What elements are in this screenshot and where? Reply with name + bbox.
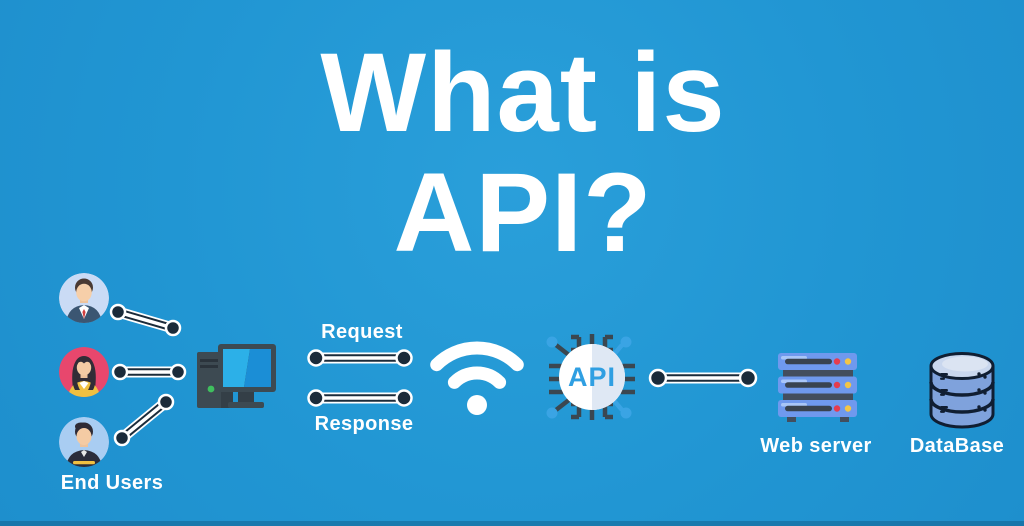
- web-server-label: Web server: [760, 435, 872, 457]
- page-title-line2: API?: [393, 150, 653, 275]
- api-chip-icon: API: [546, 334, 635, 420]
- connector-user2-computer: [111, 363, 187, 381]
- api-chip-label: API: [568, 362, 616, 392]
- database-label: DataBase: [909, 435, 1005, 457]
- connector-api-server: [648, 368, 758, 388]
- end-users-label: End Users: [60, 472, 164, 494]
- page-title: What is API?: [22, 33, 1024, 273]
- request-label: Request: [321, 321, 403, 343]
- connector-user1-computer: [109, 303, 182, 337]
- desktop-computer-icon: [197, 344, 276, 408]
- connector-user3-computer: [113, 393, 175, 447]
- web-server-icon: [778, 353, 857, 422]
- young-man-avatar-icon: [59, 417, 109, 467]
- wifi-icon: [430, 341, 524, 415]
- page-title-line1: What is: [320, 30, 726, 155]
- response-label: Response: [314, 413, 414, 435]
- connector-response: [307, 389, 413, 407]
- bottom-edge-shade: [0, 521, 1024, 526]
- database-icon: [929, 352, 995, 429]
- businessman-avatar-icon: [59, 273, 109, 323]
- connector-request: [307, 349, 413, 367]
- businesswoman-avatar-icon: [59, 347, 109, 397]
